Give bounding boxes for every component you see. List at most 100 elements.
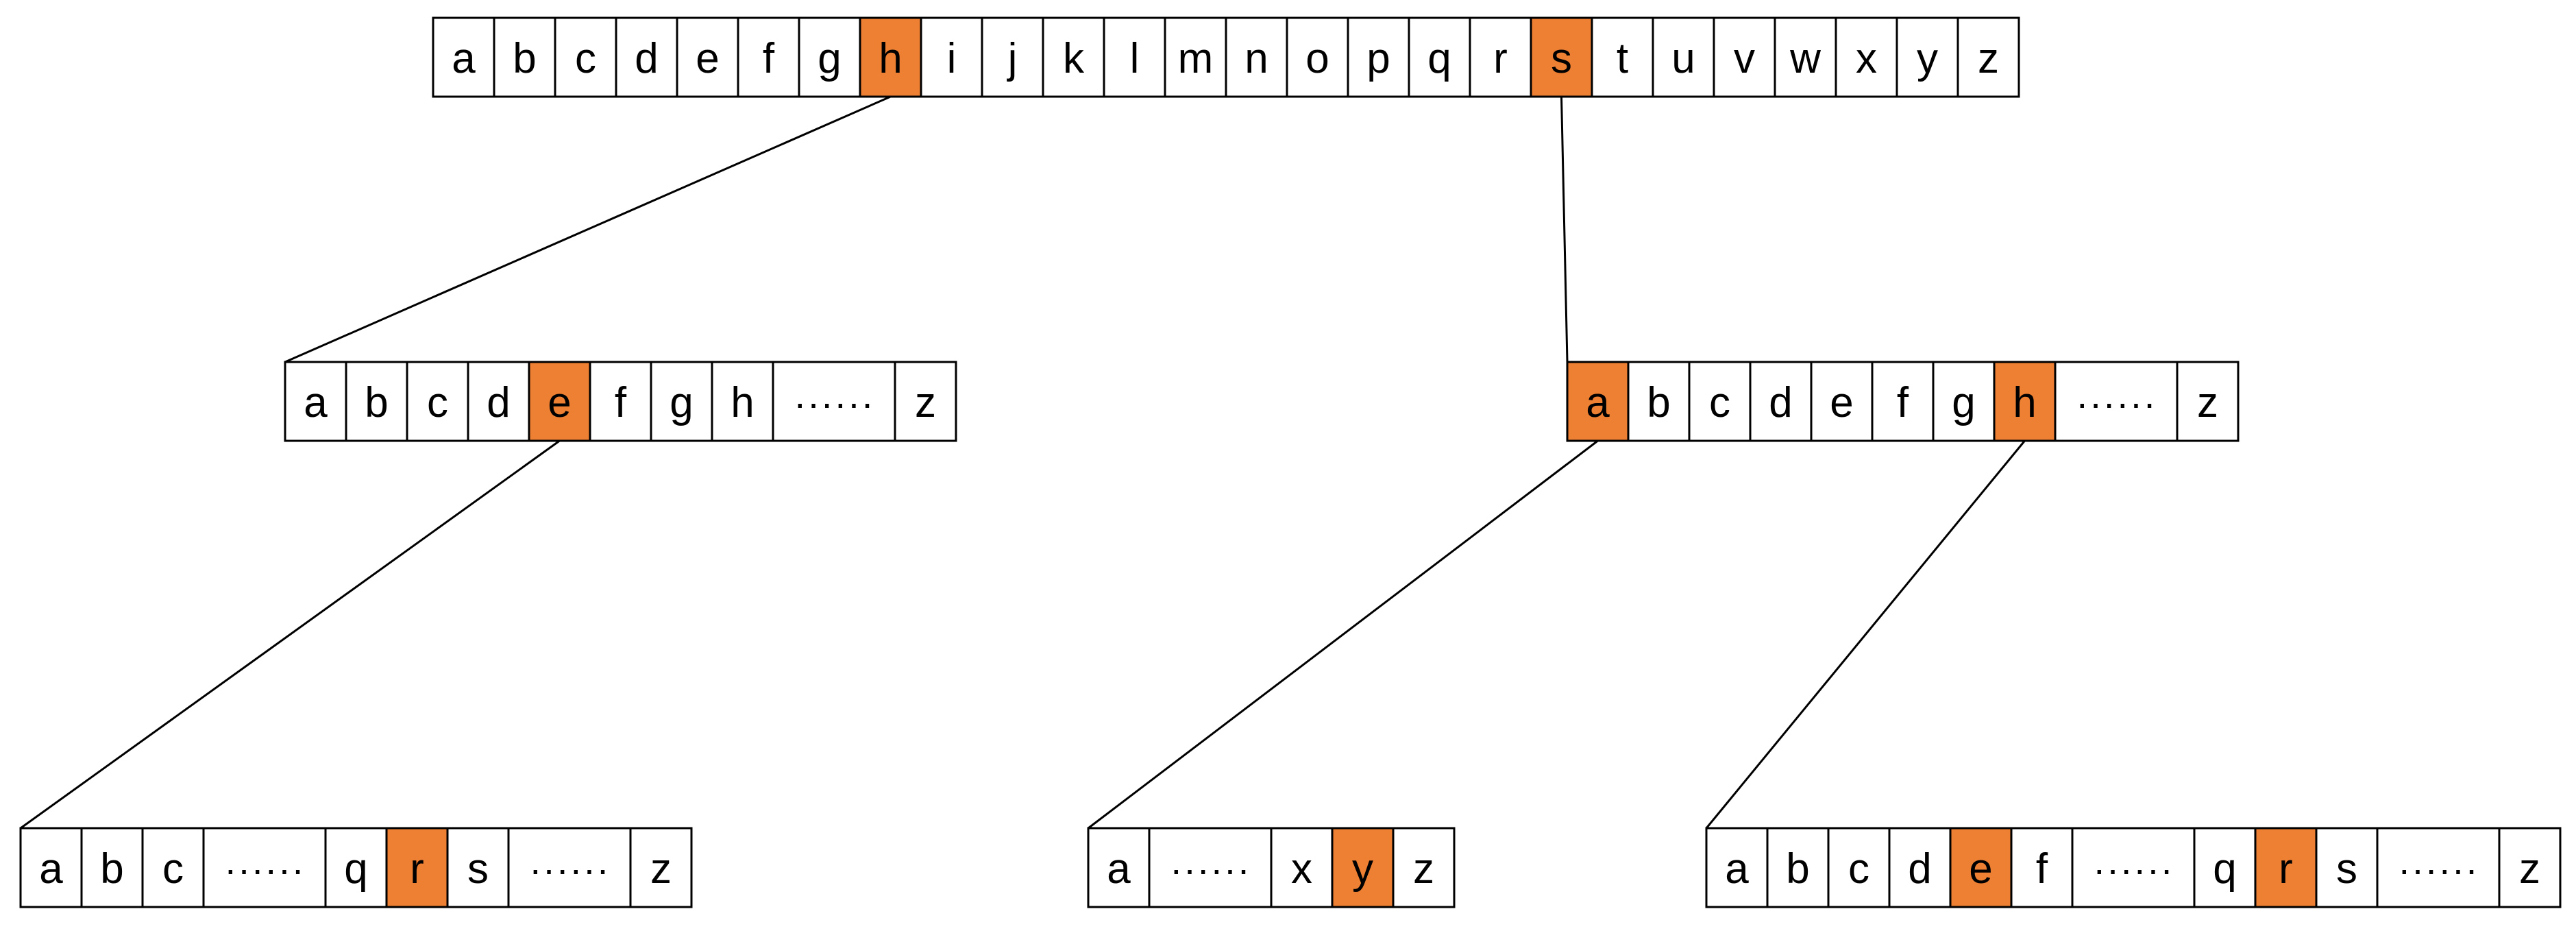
trie-cell: j — [981, 16, 1044, 98]
cell-box — [1766, 827, 1830, 908]
trie-cell: m — [1164, 16, 1227, 98]
letter-label: i — [947, 35, 957, 82]
letter-label: g — [1952, 379, 1975, 426]
ellipsis-label: ······ — [224, 847, 305, 891]
trie-cell: c — [1827, 827, 1891, 908]
trie-cell: z — [2498, 827, 2562, 908]
trie-cell: i — [920, 16, 983, 98]
trie-cell: ······ — [2376, 827, 2501, 908]
trie-cell: o — [1286, 16, 1349, 98]
trie-cell: e — [1949, 827, 2013, 908]
cell-box — [1225, 16, 1288, 98]
cell-box — [406, 361, 469, 442]
trie-cell: q — [1408, 16, 1471, 98]
letter-label: z — [1978, 35, 1999, 82]
edge-node-s-to-node-sa — [1088, 439, 1599, 830]
letter-label: g — [670, 379, 693, 426]
letter-label: q — [1427, 35, 1451, 82]
trie-cell: c — [554, 16, 617, 98]
trie-cell: r — [2254, 827, 2318, 908]
cell-box — [1087, 827, 1151, 908]
letter-label: c — [575, 35, 596, 82]
cell-box — [2054, 361, 2179, 442]
letter-label: z — [1413, 845, 1434, 893]
cell-box — [507, 827, 632, 908]
trie-cell: a — [432, 16, 495, 98]
letter-label: f — [763, 35, 775, 82]
cell-box-highlighted — [1566, 361, 1630, 442]
cell-box — [2498, 827, 2562, 908]
trie-cell: f — [2010, 827, 2074, 908]
letter-label: e — [696, 35, 719, 82]
letter-label: b — [100, 845, 123, 893]
trie-cell: f — [737, 16, 800, 98]
ellipsis-label: ······ — [794, 381, 874, 424]
trie-cell: q — [324, 827, 388, 908]
trie-cell: r — [385, 827, 449, 908]
cell-box — [1652, 16, 1715, 98]
trie-cell: e — [528, 361, 591, 442]
trie-cell: x — [1270, 827, 1334, 908]
cell-box — [629, 827, 693, 908]
cell-box — [1148, 827, 1273, 908]
letter-label: j — [1007, 35, 1018, 82]
trie-cell: u — [1652, 16, 1715, 98]
trie-cell: ······ — [2054, 361, 2179, 442]
trie-cell: ······ — [772, 361, 896, 442]
cell-box — [493, 16, 556, 98]
cell-box — [737, 16, 800, 98]
trie-cell: d — [467, 361, 530, 442]
trie-cell: t — [1591, 16, 1654, 98]
trie-cell: s — [2315, 827, 2379, 908]
letter-label: h — [2013, 379, 2036, 426]
cell-box — [711, 361, 774, 442]
cell-box-highlighted — [1331, 827, 1395, 908]
letter-label: a — [1107, 845, 1131, 893]
trie-cell: h — [859, 16, 922, 98]
cell-box — [284, 361, 347, 442]
letter-label: x — [1856, 35, 1877, 82]
cell-box — [1103, 16, 1166, 98]
letter-label: z — [2197, 379, 2218, 426]
letter-label: b — [513, 35, 536, 82]
letter-label: r — [2279, 845, 2293, 893]
trie-cell: e — [1810, 361, 1874, 442]
trie-cell: s — [446, 827, 510, 908]
trie-cell: y — [1331, 827, 1395, 908]
letter-label: g — [818, 35, 841, 82]
letter-label: x — [1291, 845, 1312, 893]
trie-cell: z — [629, 827, 693, 908]
cell-box — [981, 16, 1044, 98]
letter-label: s — [467, 845, 489, 893]
letter-label: c — [1848, 845, 1869, 893]
cell-box-highlighted — [528, 361, 591, 442]
cell-box — [1956, 16, 2020, 98]
cell-box — [1713, 16, 1776, 98]
trie-cell: a — [1566, 361, 1630, 442]
cell-box — [2010, 827, 2074, 908]
letter-label: a — [304, 379, 328, 426]
trie-cell: a — [284, 361, 347, 442]
cell-box — [1164, 16, 1227, 98]
cell-box — [1591, 16, 1654, 98]
letter-label: a — [39, 845, 63, 893]
ellipsis-label: ······ — [2093, 847, 2174, 891]
cell-box — [432, 16, 495, 98]
cell-box — [202, 827, 327, 908]
letter-label: b — [1647, 379, 1670, 426]
letter-label: s — [1551, 35, 1572, 82]
letter-label: y — [1917, 35, 1938, 82]
cell-box — [894, 361, 957, 442]
trie-cell: c — [406, 361, 469, 442]
letter-label: m — [1178, 35, 1214, 82]
trie-cell: b — [80, 827, 144, 908]
cell-box — [1392, 827, 1456, 908]
